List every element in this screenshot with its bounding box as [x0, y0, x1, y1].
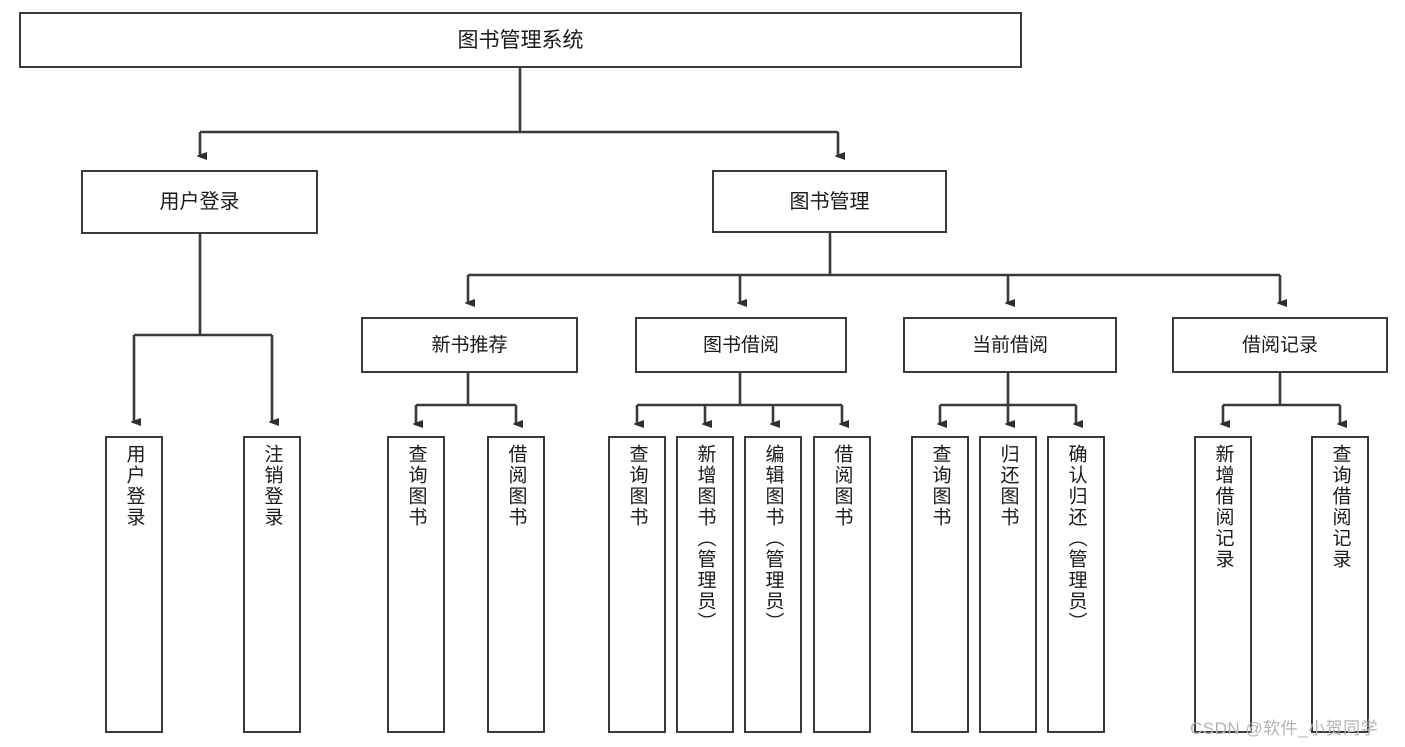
- leaf-new-book-query[interactable]: 查询图书: [387, 436, 445, 733]
- node-current-borrow-label: 当前借阅: [971, 334, 1048, 356]
- node-book-borrow-label: 图书借阅: [702, 334, 779, 356]
- leaf-book-borrow-query-label: 查询图书: [626, 444, 648, 528]
- leaf-user-login-logout[interactable]: 注销登录: [243, 436, 301, 733]
- node-user-login-label: 用户登录: [159, 191, 240, 213]
- leaf-book-borrow-edit-label: 编辑图书（管理员）: [762, 444, 784, 633]
- leaf-current-borrow-return[interactable]: 归还图书: [979, 436, 1037, 733]
- leaf-book-borrow-borrow-label: 借阅图书: [831, 444, 853, 528]
- node-borrow-record-label: 借阅记录: [1241, 334, 1318, 356]
- leaf-borrow-record-query[interactable]: 查询借阅记录: [1311, 436, 1369, 733]
- leaf-current-borrow-query[interactable]: 查询图书: [911, 436, 969, 733]
- leaf-book-borrow-borrow[interactable]: 借阅图书: [813, 436, 871, 733]
- leaf-current-borrow-return-label: 归还图书: [997, 444, 1019, 528]
- node-book-management-label: 图书管理: [789, 190, 870, 213]
- node-root-label: 图书管理系统: [457, 28, 584, 52]
- watermark: CSDN @软件_小贺同学: [1190, 719, 1379, 738]
- leaf-current-borrow-query-label: 查询图书: [929, 444, 951, 528]
- leaf-new-book-query-label: 查询图书: [405, 444, 427, 528]
- leaf-current-borrow-confirm-return-label: 确认归还（管理员）: [1065, 444, 1087, 633]
- node-root[interactable]: 图书管理系统: [19, 12, 1022, 68]
- leaf-borrow-record-add[interactable]: 新增借阅记录: [1194, 436, 1252, 733]
- node-book-borrow[interactable]: 图书借阅: [635, 317, 847, 373]
- node-book-management[interactable]: 图书管理: [712, 170, 947, 233]
- node-current-borrow[interactable]: 当前借阅: [903, 317, 1117, 373]
- leaf-borrow-record-add-label: 新增借阅记录: [1212, 444, 1234, 570]
- leaf-book-borrow-add-label: 新增图书（管理员）: [694, 444, 716, 633]
- leaf-new-book-borrow-label: 借阅图书: [505, 444, 527, 528]
- leaf-book-borrow-query[interactable]: 查询图书: [608, 436, 666, 733]
- leaf-user-login-logout-label: 注销登录: [261, 444, 283, 528]
- node-new-book-recommend-label: 新书推荐: [431, 334, 508, 356]
- leaf-book-borrow-edit[interactable]: 编辑图书（管理员）: [744, 436, 802, 733]
- leaf-book-borrow-add[interactable]: 新增图书（管理员）: [676, 436, 734, 733]
- node-new-book-recommend[interactable]: 新书推荐: [361, 317, 578, 373]
- leaf-new-book-borrow[interactable]: 借阅图书: [487, 436, 545, 733]
- leaf-user-login-login[interactable]: 用户登录: [105, 436, 163, 733]
- leaf-user-login-login-label: 用户登录: [123, 444, 145, 528]
- node-borrow-record[interactable]: 借阅记录: [1172, 317, 1388, 373]
- leaf-current-borrow-confirm-return[interactable]: 确认归还（管理员）: [1047, 436, 1105, 733]
- node-user-login[interactable]: 用户登录: [81, 170, 318, 234]
- leaf-borrow-record-query-label: 查询借阅记录: [1329, 444, 1351, 570]
